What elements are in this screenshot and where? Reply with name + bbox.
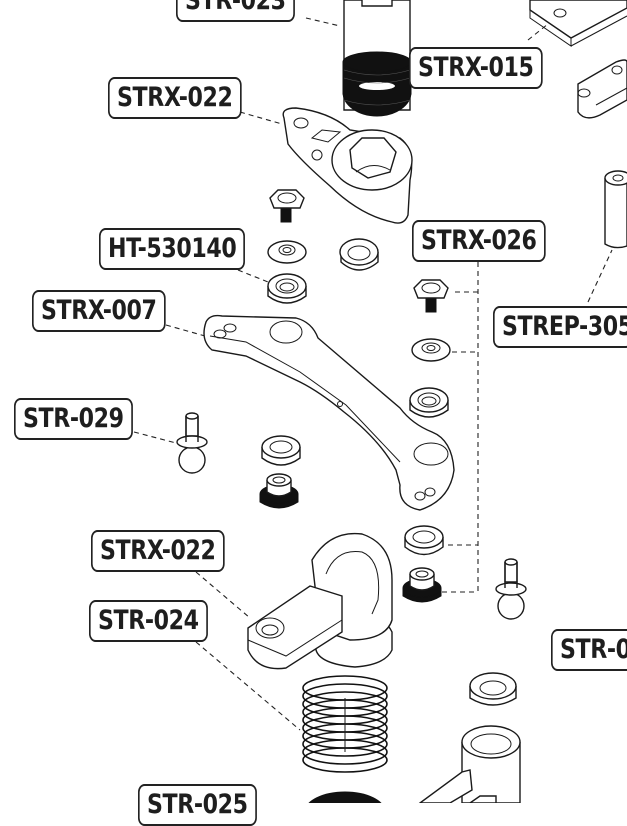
hex-screw-left [269,189,305,223]
standoff-part [604,170,627,249]
bearing-center [339,238,379,271]
leader-strx-022-bottom [195,571,251,619]
flanged-nut-left [259,473,299,509]
leader-str-024 [195,641,301,731]
leader-str-023 [305,17,341,27]
leader-ht-530140 [237,269,269,283]
knuckle-post-part [417,725,521,804]
flanged-bearing-right [409,387,449,418]
washer-left [267,240,307,264]
flanged-bearing-left [267,273,307,304]
ball-stud-left [176,412,208,474]
ball-stud-right [495,558,527,620]
exploded-diagram: STR-023 STRX-015 STRX-022 HT-530140 STRX… [14,0,627,826]
steering-crank-top-part [282,107,413,224]
label-str-024: STR-024 [89,600,208,642]
flanged-nut-right [402,567,442,603]
label-strx-022-top: STRX-022 [108,77,242,119]
leader-strx-022-top [239,111,283,125]
spring-part [302,675,388,773]
leader-strep-305 [587,249,613,303]
label-str-029: STR-029 [14,398,133,440]
label-strx-026: STRX-026 [412,220,546,262]
label-strep-305: STREP-305 [493,306,627,348]
bearing-lower-right [469,672,517,706]
plate-part [529,0,627,47]
label-str-023: STR-023 [176,0,295,22]
steering-crank-bottom-part [247,532,393,670]
label-strx-015: STRX-015 [409,47,543,89]
hex-screw-right [413,279,449,313]
label-strx-022-bottom: STRX-022 [91,530,225,572]
label-str-0xx: STR-0 [551,629,627,671]
leader-str-029 [133,431,177,444]
leader-lines [133,17,613,731]
leader-strx-007 [165,324,206,337]
bushing-right [404,525,444,556]
threaded-post-part [342,0,412,117]
label-str-025: STR-025 [138,784,257,826]
diagram-canvas [133,0,627,826]
bottom-threaded-part [304,791,386,826]
washer-right [411,338,451,362]
steering-bridge-part [203,314,455,511]
label-ht-530140: HT-530140 [99,228,246,270]
bracket-part [577,59,627,119]
label-strx-007: STRX-007 [32,290,166,332]
bushing-left [261,435,301,466]
